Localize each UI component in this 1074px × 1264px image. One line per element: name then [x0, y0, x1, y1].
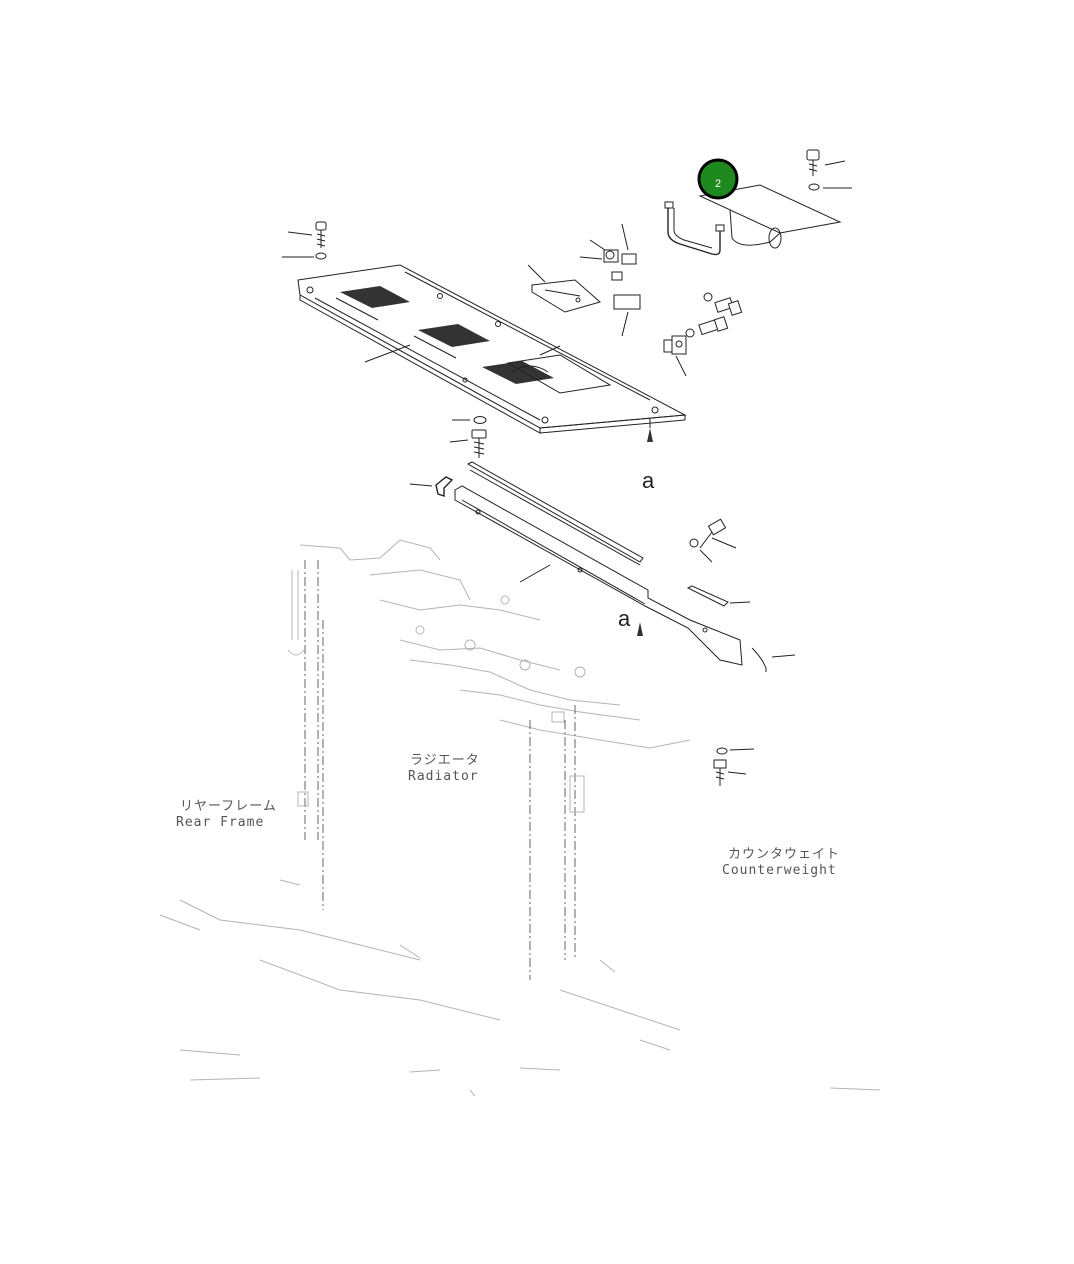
- louver-grille: [335, 286, 554, 384]
- bolt-right-lower: [713, 747, 755, 786]
- counterweight-label-en: Counterweight: [722, 863, 837, 878]
- seal-strip: [466, 461, 644, 566]
- hinge-bracket: [527, 264, 602, 313]
- bolt-top-right: [806, 149, 852, 191]
- clip-right: [751, 647, 796, 672]
- pull-handle: [664, 201, 725, 256]
- radiator-label-jp: ラジエータ: [410, 753, 480, 768]
- hinge-bolts: [663, 292, 743, 377]
- rear-frame-label-en: Rear Frame: [176, 815, 264, 830]
- callout-badge-circle[interactable]: [697, 158, 739, 200]
- counterweight-label-jp: カウンタウェイト: [728, 847, 840, 862]
- callout-number: 2: [715, 178, 721, 190]
- callout-badge[interactable]: 2: [697, 158, 739, 200]
- assembly-centerlines: [297, 560, 585, 980]
- bolt-right-upper: [689, 518, 737, 563]
- side-bracket: [454, 485, 743, 666]
- bolt-top-left: [282, 221, 327, 260]
- latch-assembly: [579, 223, 641, 337]
- reference-structure: [159, 539, 881, 1097]
- bolt-middle: [449, 416, 487, 458]
- view-mark-a-top: a: [642, 468, 655, 493]
- top-cover-plate: [297, 264, 687, 442]
- radiator-label-en: Radiator: [408, 769, 479, 784]
- small-cover-lid: [698, 184, 842, 249]
- clip-bracket: [409, 476, 454, 497]
- view-mark-a-bottom: a: [618, 606, 631, 631]
- rear-frame-label-jp: リヤーフレーム: [180, 799, 277, 814]
- rod-pin: [686, 585, 751, 607]
- view-arrow: [637, 622, 643, 636]
- labels: ラジエータ Radiator リヤーフレーム Rear Frame カウンタウェ…: [176, 753, 840, 878]
